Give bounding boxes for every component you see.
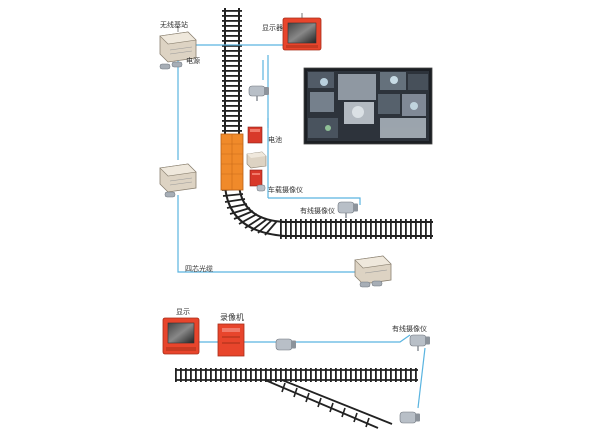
base-station-right[interactable] bbox=[354, 255, 392, 285]
wired-camera-bottom-left[interactable] bbox=[275, 338, 296, 351]
video-wall-screen[interactable] bbox=[303, 67, 433, 145]
cable-network bbox=[177, 44, 426, 409]
vehicle-camera-icon[interactable] bbox=[256, 184, 266, 192]
video-recorder[interactable] bbox=[217, 323, 245, 357]
four-core-fiber-label: 四芯光缆 bbox=[185, 264, 213, 273]
vehicle-recorder[interactable] bbox=[249, 169, 263, 187]
vehicle-camera-label: 车载摄像仪 bbox=[268, 185, 303, 194]
power-supply-label: 电源 bbox=[186, 56, 200, 65]
connector-icon bbox=[159, 61, 183, 70]
base-station-mid[interactable] bbox=[159, 163, 197, 193]
camera-icon[interactable] bbox=[248, 85, 269, 101]
display-monitor-bottom[interactable] bbox=[162, 317, 200, 355]
wired-camera-bottom-label: 有线摄像仪 bbox=[392, 324, 427, 333]
wireless-base-station-label: 无线基站 bbox=[160, 20, 188, 29]
connector-icon-right bbox=[359, 280, 383, 288]
wired-camera-bottom-right[interactable] bbox=[409, 334, 430, 351]
vehicle-base-station[interactable] bbox=[246, 151, 267, 169]
display-bottom-label: 显示 bbox=[176, 308, 190, 316]
battery-label: 电池 bbox=[268, 135, 282, 144]
wired-camera-bottom-branch[interactable] bbox=[399, 411, 420, 424]
display-monitor-top[interactable] bbox=[282, 13, 322, 51]
recorder-label: 录像机 bbox=[220, 312, 244, 322]
wired-camera-mid[interactable] bbox=[337, 201, 358, 218]
connector-icon-mid bbox=[164, 191, 176, 198]
mining-vehicle[interactable] bbox=[220, 133, 244, 191]
wireless-base-station[interactable] bbox=[159, 26, 197, 63]
lower-railway-track bbox=[175, 368, 418, 429]
wired-camera-mid-label: 有线摄像仪 bbox=[300, 206, 335, 215]
display-top-label: 显示器 bbox=[262, 24, 283, 32]
battery-pack[interactable] bbox=[247, 126, 263, 144]
